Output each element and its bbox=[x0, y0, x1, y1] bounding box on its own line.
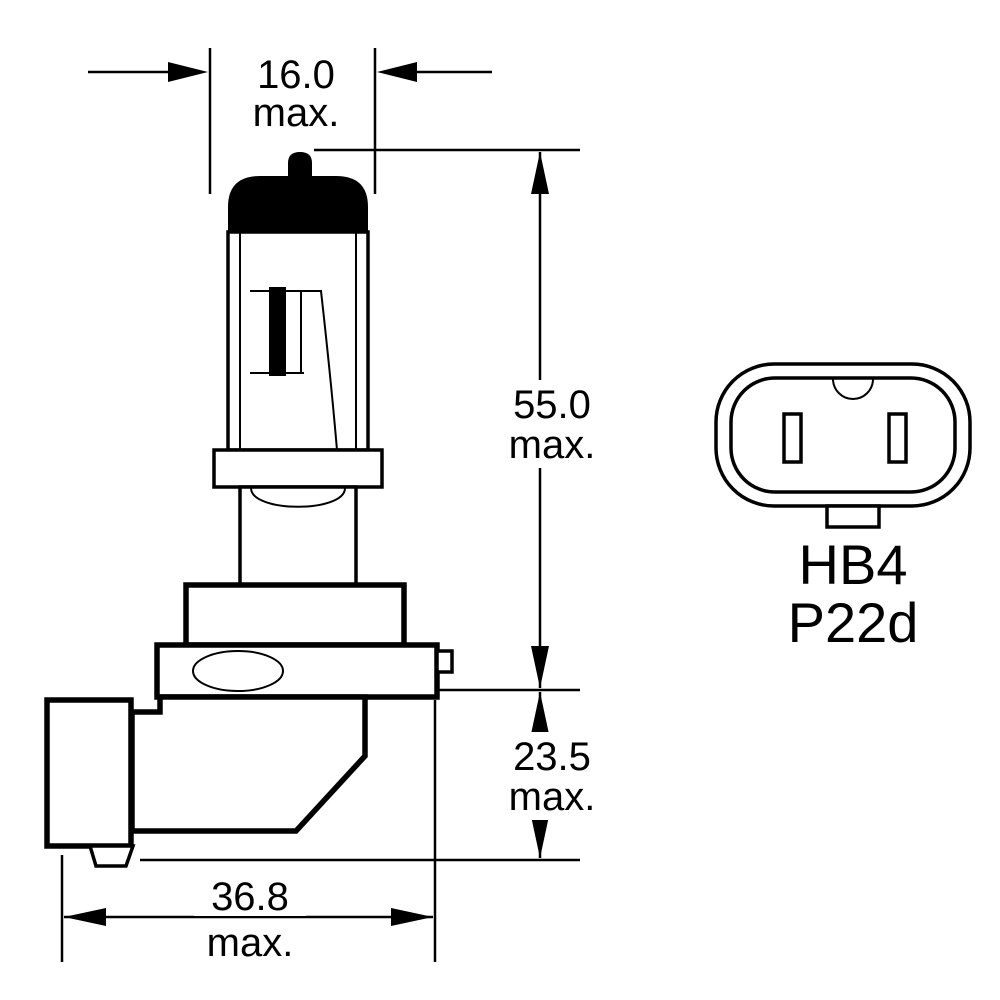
dim-base-width: 36.8 max. bbox=[60, 700, 437, 965]
base-side-tab bbox=[435, 649, 454, 674]
glass-tube bbox=[226, 230, 370, 452]
connector-designation: HB4 bbox=[799, 533, 908, 596]
dim-base-width-value: 36.8 bbox=[211, 875, 289, 919]
terminal-slot-right bbox=[887, 412, 908, 464]
dim-tip-width-value: 16.0 bbox=[257, 53, 335, 97]
bulb-side-view bbox=[44, 152, 454, 868]
lead-wire bbox=[320, 290, 338, 451]
connector-inner-opening bbox=[729, 376, 957, 494]
dim-body-length: 55.0 max. bbox=[314, 148, 602, 692]
arrowhead-up-icon bbox=[531, 152, 549, 194]
arrowhead-left-icon bbox=[64, 908, 106, 926]
base-lower-flange bbox=[154, 642, 440, 700]
dim-base-depth-qualifier: max. bbox=[509, 775, 596, 819]
arrowhead-down-icon bbox=[531, 646, 549, 688]
text-mask bbox=[502, 732, 602, 820]
bulb-collar bbox=[212, 448, 384, 489]
dim-base-depth: 23.5 max. bbox=[140, 692, 602, 862]
dim-tip-width-qualifier: max. bbox=[253, 91, 340, 135]
bottom-index-tab bbox=[825, 504, 881, 529]
keyway-notch-arc bbox=[832, 378, 874, 400]
text-mask bbox=[194, 880, 306, 916]
dim-body-length-qualifier: max. bbox=[509, 423, 596, 467]
base-upper-flange bbox=[183, 582, 407, 648]
dim-tip-width: 16.0 max. bbox=[88, 48, 492, 194]
bulb-neck bbox=[238, 485, 358, 587]
dim-body-length-value: 55.0 bbox=[513, 383, 591, 427]
connector-body bbox=[129, 694, 368, 834]
base-oval-detail bbox=[192, 650, 284, 692]
arrowhead-up-icon bbox=[531, 692, 549, 734]
text-mask bbox=[502, 380, 602, 468]
connector-face-view: HB4 P22d bbox=[714, 362, 972, 654]
arrowhead-down-icon bbox=[531, 816, 549, 858]
arrowhead-right-icon bbox=[168, 62, 208, 82]
neck-shoulder-arc bbox=[250, 487, 346, 508]
bulb-black-cap bbox=[228, 176, 368, 232]
filament-electrode bbox=[269, 287, 286, 376]
dim-base-width-qualifier: max. bbox=[207, 921, 294, 965]
arrowhead-left-icon bbox=[377, 62, 417, 82]
arrowhead-right-icon bbox=[391, 908, 433, 926]
bulb-tip-nub bbox=[288, 152, 312, 182]
connector-plug-foot bbox=[87, 844, 136, 868]
connector-base-code: P22d bbox=[788, 591, 919, 654]
terminal-slot-left bbox=[782, 412, 803, 464]
dim-base-depth-value: 23.5 bbox=[513, 735, 591, 779]
connector-plug-block bbox=[44, 697, 134, 849]
